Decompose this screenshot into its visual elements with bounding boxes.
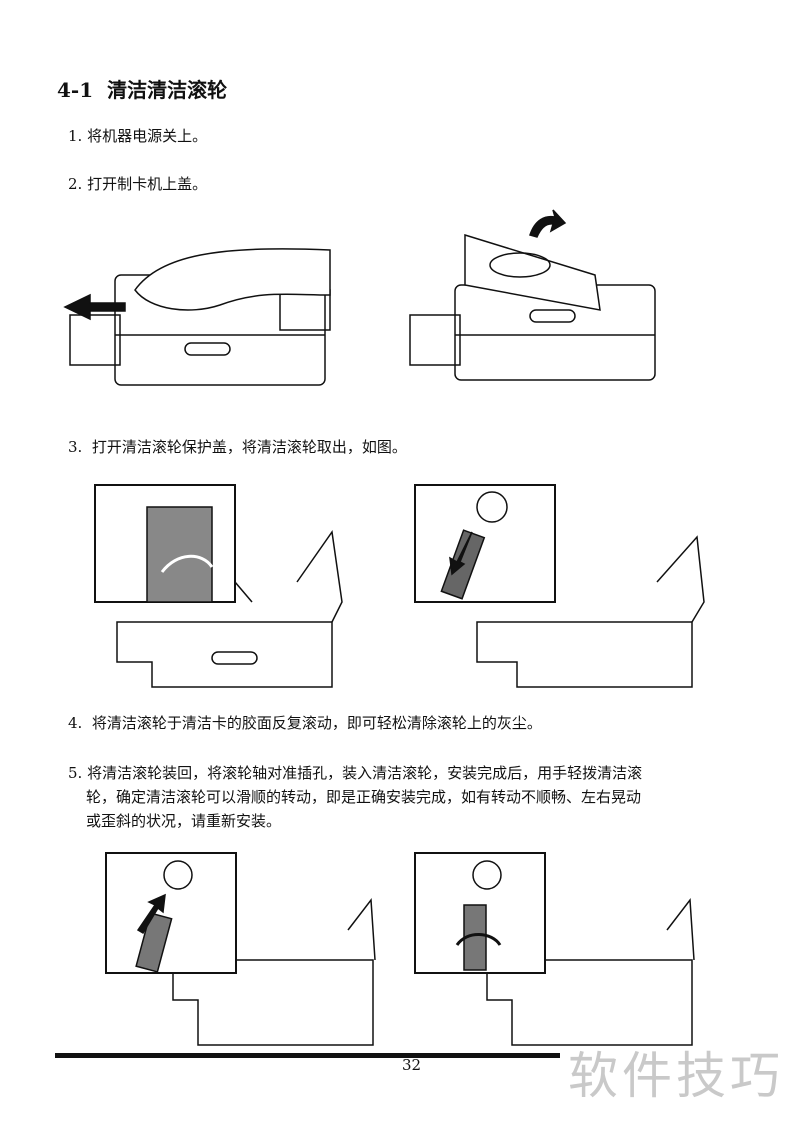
- step-4: 4. 将清洁滚轮于清洁卡的胶面反复滚动，即可轻松清除滚轮上的灰尘。: [68, 714, 542, 732]
- page-number: 32: [402, 1056, 422, 1074]
- step-2: 2. 打开制卡机上盖。: [68, 175, 208, 193]
- arrow-icon: [449, 531, 473, 576]
- figure-open-roller-cover: [94, 484, 343, 688]
- watermark: 软件技巧: [568, 1047, 784, 1105]
- step-1: 1. 将机器电源关上。: [68, 127, 208, 145]
- arrow-icon: [136, 893, 166, 935]
- step-3: 3. 打开清洁滚轮保护盖，将清洁滚轮取出，如图。: [68, 438, 407, 456]
- figure-remove-roller: [414, 484, 705, 688]
- section-title: 4-1 清洁清洁滚轮: [57, 78, 228, 102]
- step-5: 5. 将清洁滚轮装回，将滚轮轴对准插孔，装入清洁滚轮，安装完成后，用手轻拨清洁滚…: [68, 764, 643, 830]
- figure-cover-opened: [409, 209, 656, 381]
- figure-rotate-roller: [414, 852, 695, 1046]
- arrow-up-icon: [529, 209, 567, 238]
- figure-open-cover-hand: [63, 248, 331, 386]
- arrow-left-icon: [63, 293, 126, 321]
- footer-rule: [55, 1053, 560, 1058]
- rotate-arrow-icon: [455, 933, 502, 946]
- figure-insert-roller: [105, 852, 376, 1046]
